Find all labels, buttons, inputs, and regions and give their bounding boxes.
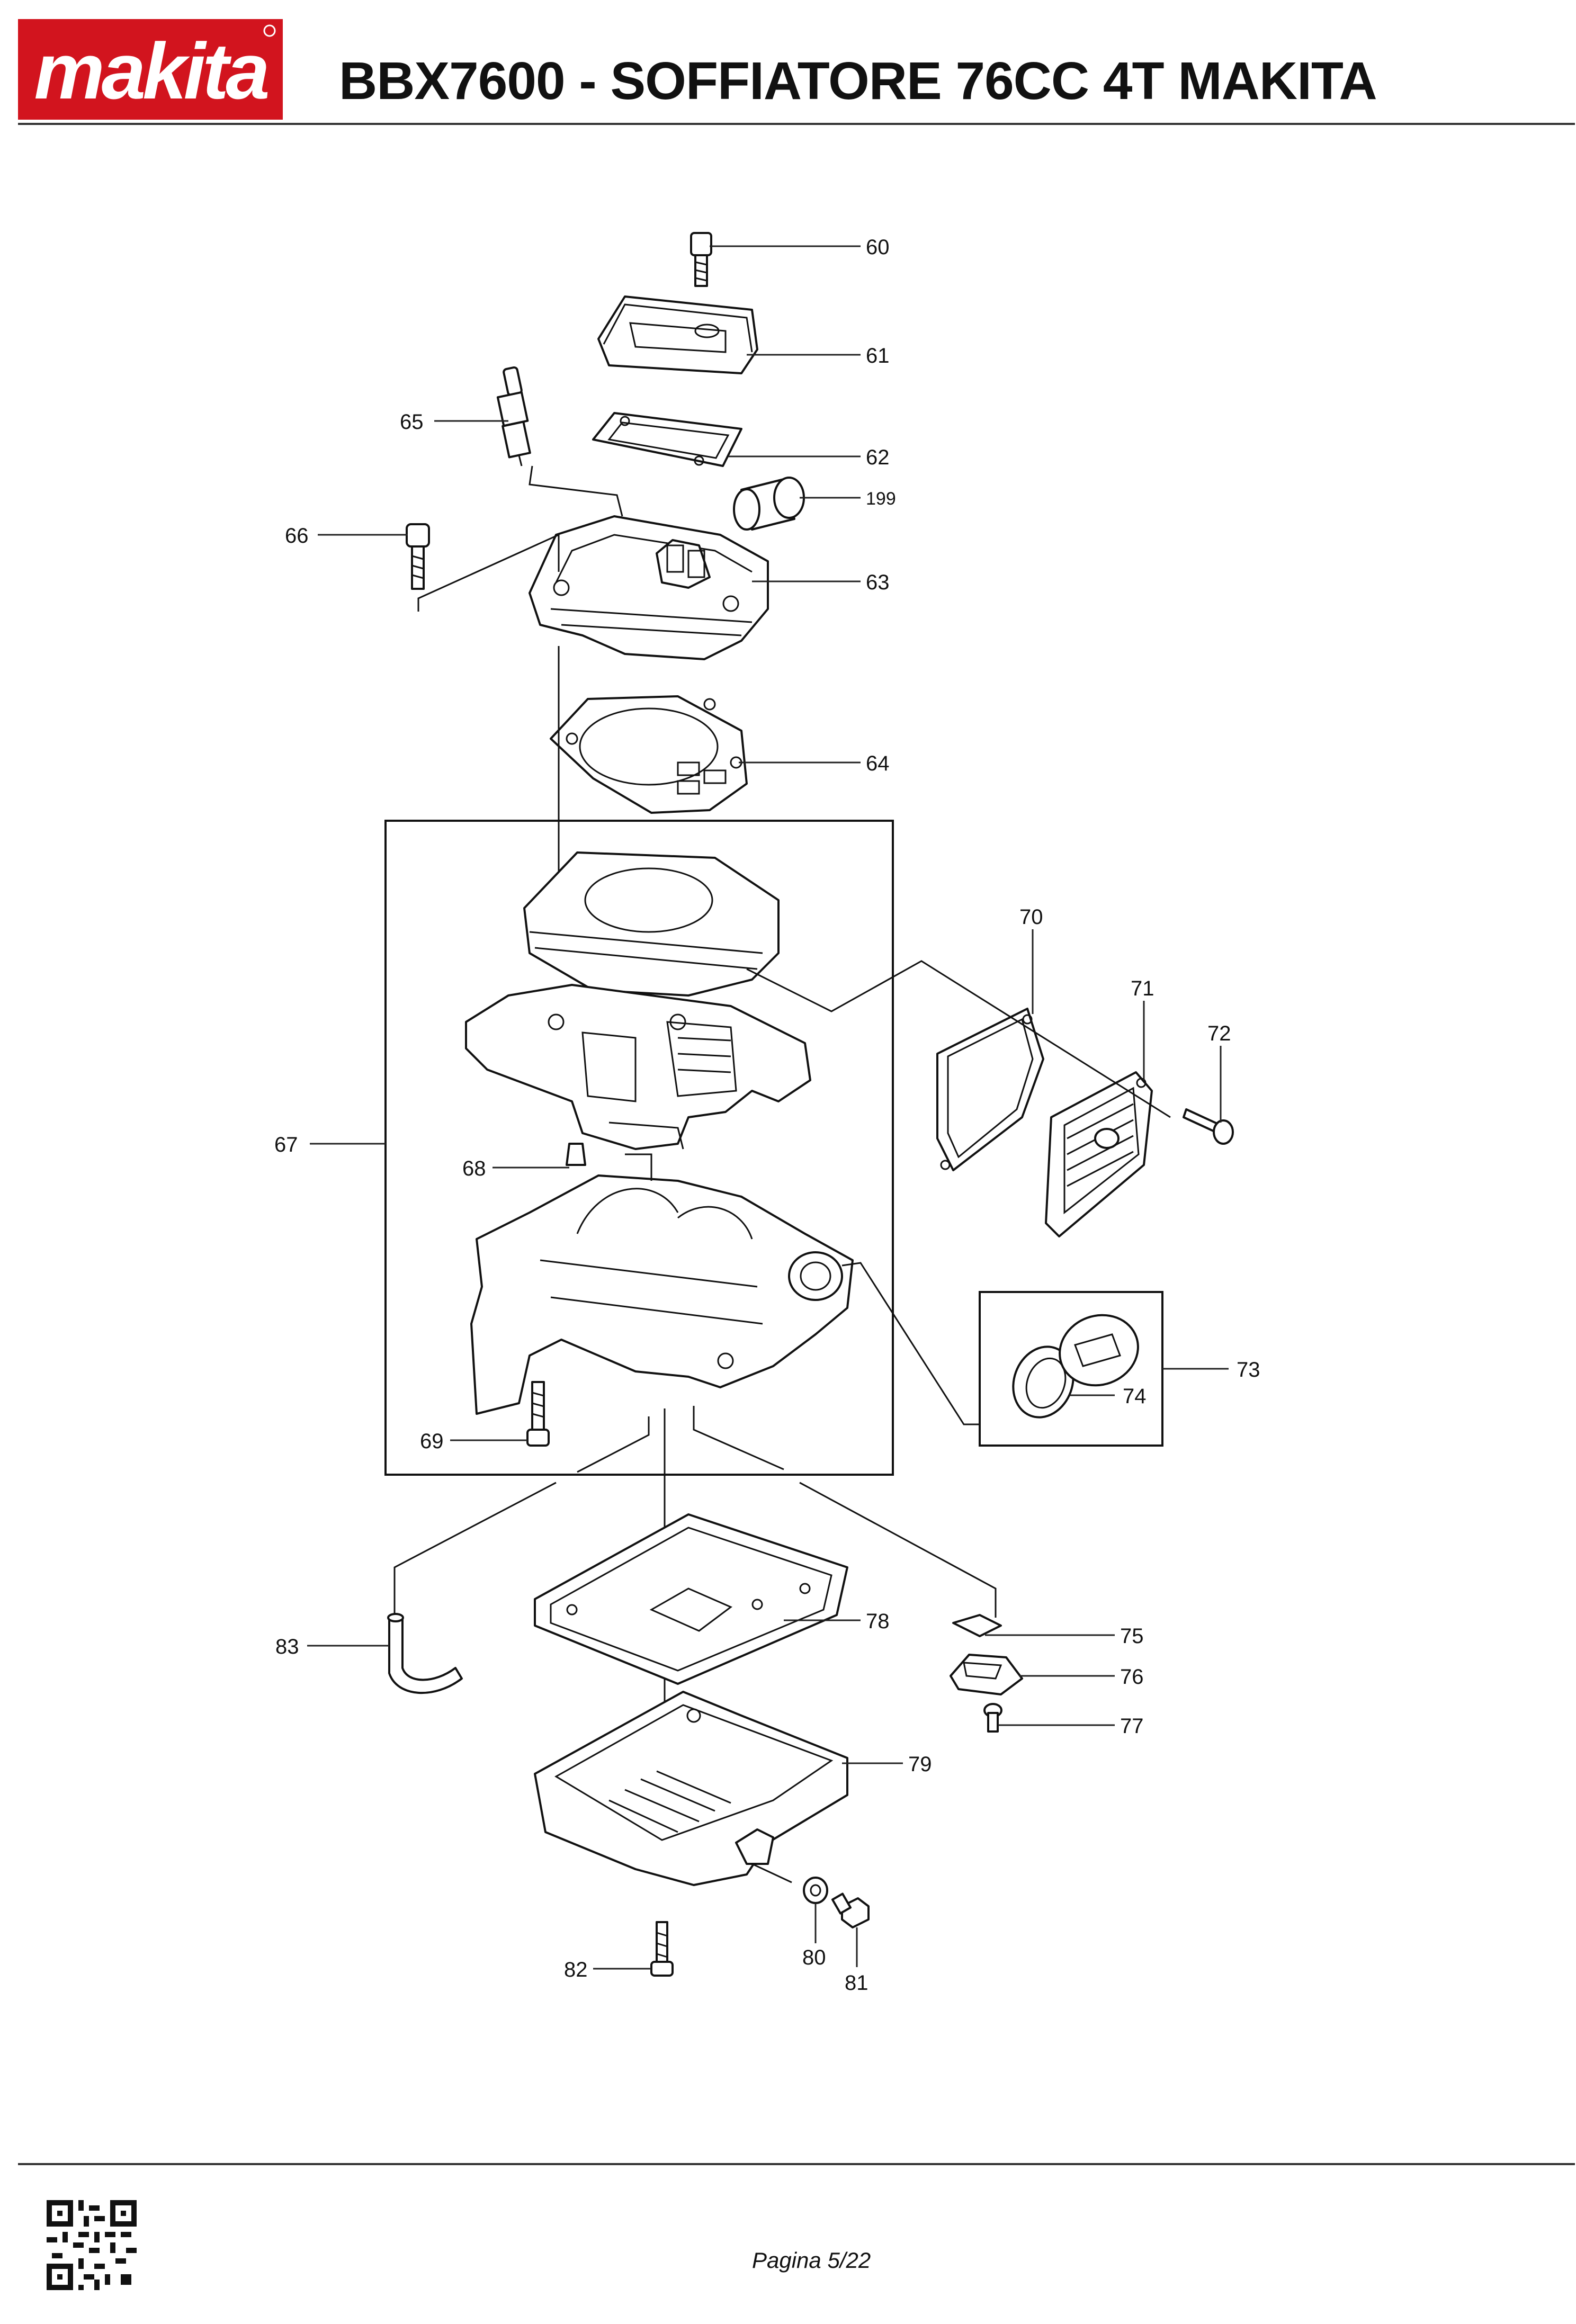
callout-66: 66 <box>285 524 309 548</box>
callout-74: 74 <box>1123 1385 1147 1408</box>
crankcase[interactable] <box>470 1153 854 1415</box>
part-68-dowel-pin[interactable] <box>566 1143 586 1166</box>
part-81-drain-bolt[interactable] <box>831 1892 870 1928</box>
callout-76: 76 <box>1120 1665 1144 1689</box>
callout-79: 79 <box>908 1753 932 1776</box>
part-76-valve-cover[interactable] <box>950 1654 1023 1695</box>
callout-67: 67 <box>274 1133 298 1156</box>
callout-64: 64 <box>866 752 890 775</box>
callout-75: 75 <box>1120 1625 1144 1648</box>
callout-69: 69 <box>420 1430 444 1453</box>
part-79-oil-pan[interactable] <box>534 1691 848 1886</box>
assembly-67-frame <box>384 820 894 1476</box>
part-69-crankcase-bolt[interactable] <box>526 1381 550 1447</box>
part-66-head-bolt[interactable] <box>406 523 430 590</box>
callout-199: 199 <box>866 489 896 509</box>
callout-60: 60 <box>866 236 890 259</box>
callout-80: 80 <box>802 1946 826 1969</box>
part-78-oil-pan-gasket[interactable] <box>534 1513 848 1685</box>
header-divider <box>18 123 1575 125</box>
part-75-plate[interactable] <box>952 1614 1002 1637</box>
part-199-sleeve[interactable] <box>733 477 805 531</box>
part-73-cap[interactable] <box>1050 1304 1148 1396</box>
part-60-screw[interactable] <box>690 232 712 287</box>
part-62-cover-gasket[interactable] <box>592 412 742 467</box>
callout-72: 72 <box>1207 1022 1231 1045</box>
callout-81: 81 <box>845 1971 868 1995</box>
callout-61: 61 <box>866 344 890 367</box>
callout-63: 63 <box>866 571 890 594</box>
svg-text:makita: makita <box>34 26 268 115</box>
part-64-head-gasket[interactable] <box>550 695 748 814</box>
callout-70: 70 <box>1019 905 1043 929</box>
page-header: makita BBX7600 - SOFFIATORE 76CC 4T MAKI… <box>0 0 1576 127</box>
cylinder-block[interactable] <box>465 851 811 1150</box>
part-61-valve-cover[interactable] <box>597 295 758 374</box>
part-63-cylinder-head[interactable] <box>529 515 769 660</box>
part-80-washer[interactable] <box>803 1877 828 1904</box>
part-77-small-screw[interactable] <box>983 1703 1002 1733</box>
callout-68: 68 <box>462 1157 486 1180</box>
footer-divider <box>18 2163 1575 2165</box>
qr-code-icon <box>47 2200 137 2290</box>
callout-73: 73 <box>1237 1358 1260 1381</box>
part-83-breather-hose[interactable] <box>387 1613 463 1694</box>
part-71-side-cover[interactable] <box>1045 1071 1153 1237</box>
callout-77: 77 <box>1120 1715 1144 1738</box>
part-70-side-gasket[interactable] <box>936 1008 1044 1171</box>
makita-logo: makita <box>18 19 283 120</box>
page-title: BBX7600 - SOFFIATORE 76CC 4T MAKITA <box>339 51 1377 111</box>
part-65-spark-plug[interactable] <box>496 366 531 466</box>
callout-71: 71 <box>1131 977 1154 1000</box>
part-74-seal[interactable] <box>1004 1338 1083 1425</box>
callout-83: 83 <box>275 1635 299 1658</box>
part-82-oil-pan-bolt[interactable] <box>650 1921 674 1977</box>
callout-62: 62 <box>866 446 890 469</box>
callout-78: 78 <box>866 1610 890 1633</box>
part-72-cover-screw[interactable] <box>1183 1108 1234 1145</box>
callout-65: 65 <box>400 410 424 434</box>
callout-82: 82 <box>564 1958 588 1981</box>
page-number: Pagina 5/22 <box>752 2248 871 2273</box>
